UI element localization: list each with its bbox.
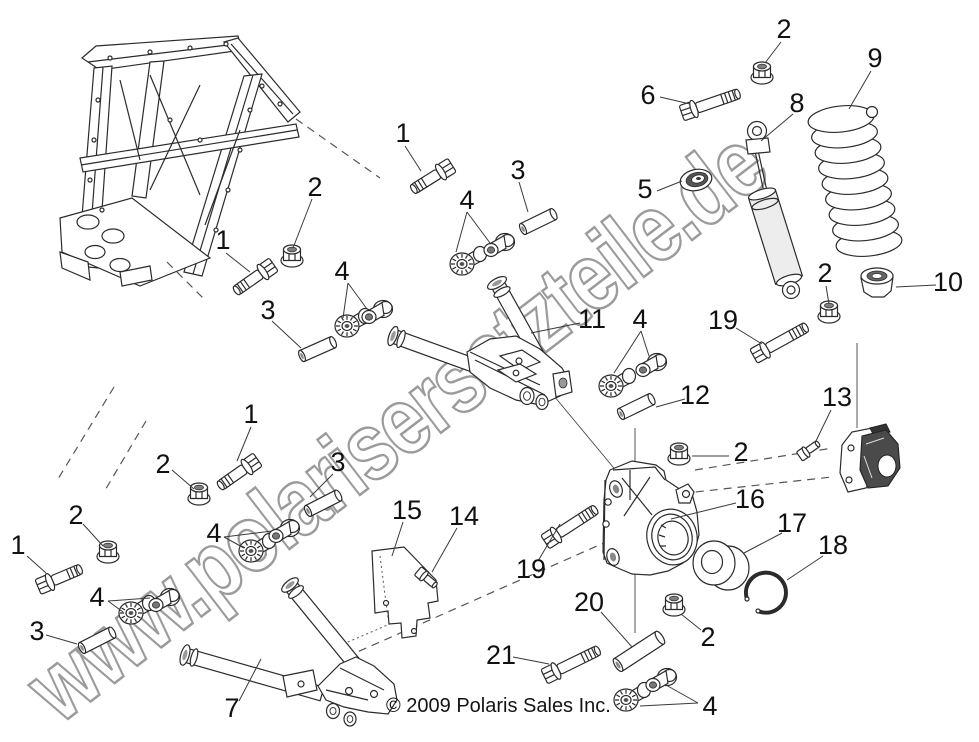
callout-21: 21 <box>485 640 517 670</box>
mud-guard <box>371 546 439 639</box>
bearing-carrier <box>602 460 700 576</box>
upper-a-arm <box>387 275 573 411</box>
callout-3: 3 <box>29 616 45 646</box>
callout-7: 7 <box>224 693 240 723</box>
callout-4: 4 <box>702 691 718 721</box>
callout-3: 3 <box>260 295 276 325</box>
callout-2: 2 <box>776 14 792 44</box>
callout-3: 3 <box>510 155 526 185</box>
callout-1: 1 <box>243 399 259 429</box>
callout-5: 5 <box>637 174 653 204</box>
chassis-frame <box>59 35 301 287</box>
callout-1: 1 <box>215 225 231 255</box>
callout-20: 20 <box>573 587 605 617</box>
callout-4: 4 <box>459 185 475 215</box>
spring-retainer <box>860 267 894 298</box>
callout-2: 2 <box>307 172 323 202</box>
callout-2: 2 <box>817 258 833 288</box>
callout-2: 2 <box>700 622 716 652</box>
callout-6: 6 <box>640 80 656 110</box>
callout-18: 18 <box>817 530 849 560</box>
copyright-text: © 2009 Polaris Sales Inc. <box>386 695 611 717</box>
assembly-lines <box>57 118 858 658</box>
callout-16: 16 <box>734 484 766 514</box>
leader-lines <box>26 41 937 707</box>
lower-a-arm <box>179 577 398 727</box>
callout-17: 17 <box>776 508 808 538</box>
callout-13: 13 <box>821 382 853 412</box>
callout-2: 2 <box>68 500 84 530</box>
callout-19: 19 <box>707 305 739 335</box>
callout-8: 8 <box>789 88 805 118</box>
callout-9: 9 <box>867 43 883 73</box>
bearing <box>692 540 750 591</box>
callout-19: 19 <box>515 554 547 584</box>
callout-15: 15 <box>391 495 423 525</box>
spring-cap <box>679 168 713 192</box>
snap-ring <box>743 570 788 615</box>
callout-3: 3 <box>330 447 346 477</box>
callout-4: 4 <box>632 304 648 334</box>
callout-4: 4 <box>334 256 350 286</box>
callout-12: 12 <box>679 380 711 410</box>
callout-4: 4 <box>206 518 222 548</box>
shock-absorber <box>745 120 804 300</box>
callout-11: 11 <box>577 304 607 334</box>
callout-10: 10 <box>932 267 964 297</box>
callout-2: 2 <box>155 449 171 479</box>
callout-4: 4 <box>89 582 105 612</box>
brake-caliper <box>839 423 901 493</box>
coil-spring <box>807 105 903 257</box>
callout-1: 1 <box>10 530 26 560</box>
callout-2: 2 <box>733 437 749 467</box>
callout-1: 1 <box>395 118 411 148</box>
callout-14: 14 <box>448 501 480 531</box>
